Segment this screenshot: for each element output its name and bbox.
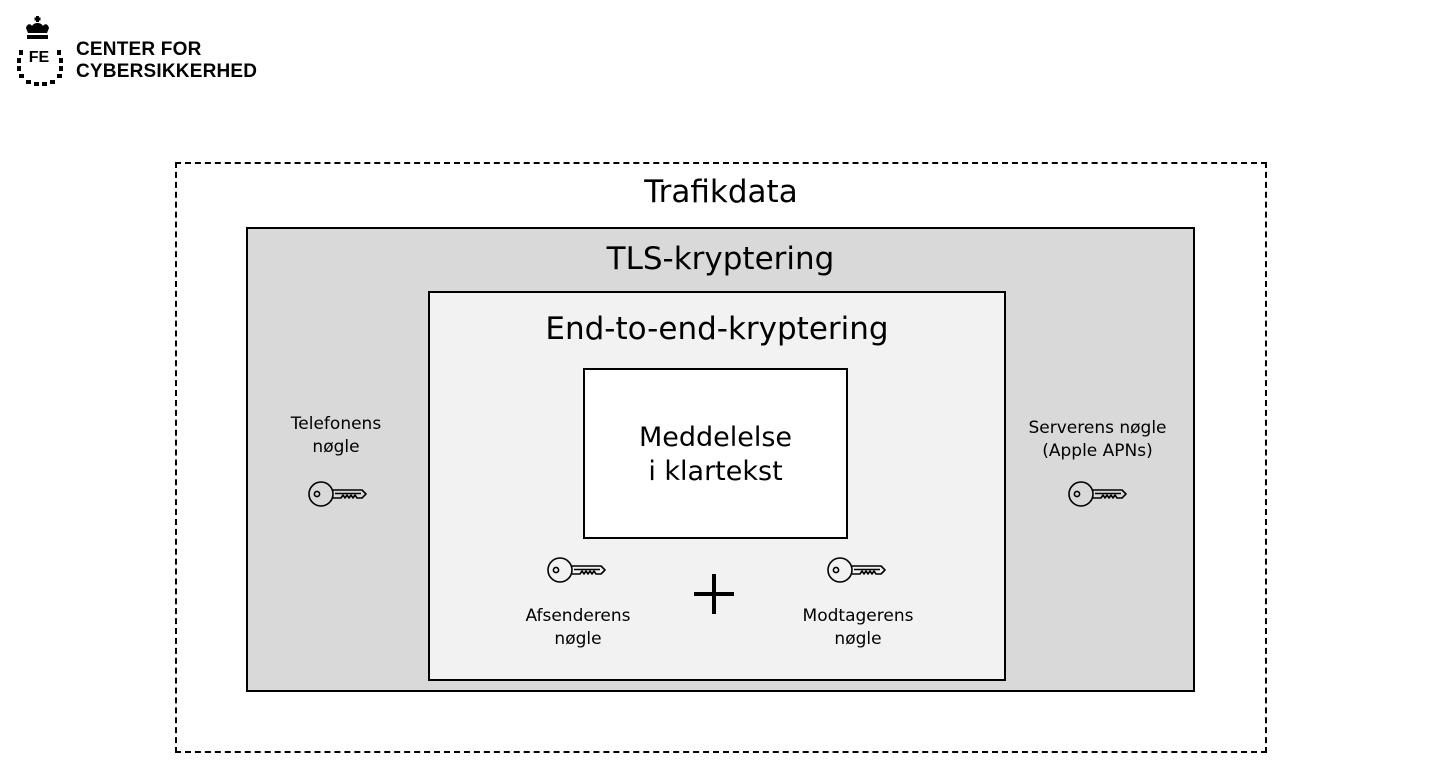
plus-icon: [694, 574, 734, 614]
key-icon: [547, 557, 606, 583]
plaintext-message-box: [583, 368, 848, 539]
key-icon: [1068, 481, 1127, 507]
key-icon: [827, 557, 886, 583]
sender-key-line2: nøgle: [554, 629, 602, 649]
traffic-data-title: Trafikdata: [644, 174, 798, 210]
plaintext-message-label: Meddelelse i klartekst: [583, 421, 848, 489]
logo-text-line1: CENTER FOR: [76, 39, 202, 60]
tls-encryption-title: TLS-kryptering: [606, 241, 835, 277]
sender-key-label: Afsenderens nøgle: [488, 605, 668, 651]
logo: FE CENTER FOR CYBERSIKKERHED: [14, 14, 264, 90]
receiver-key-line2: nøgle: [834, 629, 882, 649]
logo-text-line2: CYBERSIKKERHED: [76, 61, 258, 82]
sender-key-line1: Afsenderens: [525, 606, 631, 626]
server-key-line1: Serverens nøgle: [1028, 418, 1167, 438]
logo-mark-text: FE: [28, 49, 50, 66]
phone-key-line2: nøgle: [312, 437, 360, 457]
phone-key-line1: Telefonens: [290, 414, 382, 434]
server-key-line2: (Apple APNs): [1042, 441, 1153, 461]
message-line1: Meddelelse: [638, 422, 793, 453]
receiver-key-line1: Modtagerens: [802, 606, 914, 626]
message-line2: i klartekst: [648, 456, 783, 487]
receiver-key-label: Modtagerens nøgle: [768, 605, 948, 651]
key-icon: [308, 481, 367, 507]
e2e-encryption-title: End-to-end-kryptering: [545, 311, 889, 347]
server-key-label: Serverens nøgle (Apple APNs): [1000, 417, 1195, 463]
traffic-data-box: [175, 162, 1267, 753]
crown-emblem-icon: [17, 16, 63, 86]
phone-key-label: Telefonens nøgle: [256, 413, 416, 459]
